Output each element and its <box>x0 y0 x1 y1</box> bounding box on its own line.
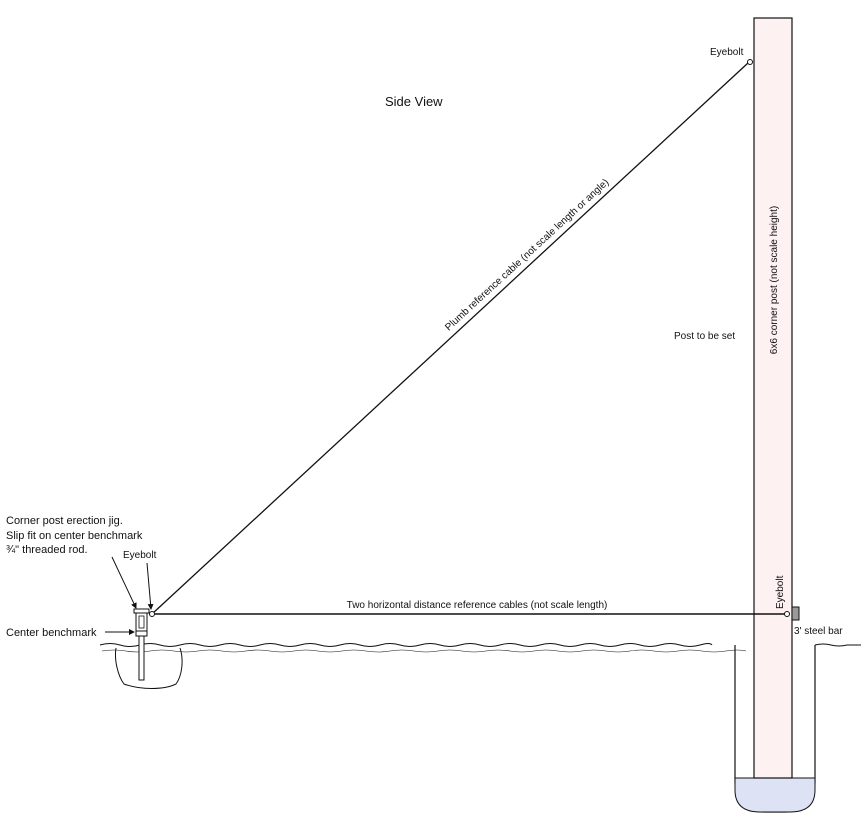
jig-leader-arrow <box>111 556 137 609</box>
eyebolt-jig-label: Eyebolt <box>123 550 157 561</box>
plumb-cable-label: Plumb reference cable (not scale length … <box>443 177 611 333</box>
post-eyebolt-icon <box>784 611 790 617</box>
eyebolt-jig-leader-arrow <box>146 562 154 610</box>
ground-surface-right <box>814 643 861 647</box>
horizontal-cables-label: Two horizontal distance reference cables… <box>347 600 608 611</box>
benchmark-pit <box>115 647 183 689</box>
eyebolt-top-label: Eyebolt <box>710 47 744 58</box>
steel-bar <box>791 606 800 621</box>
diagram-title: Side View <box>385 94 443 109</box>
corner-post <box>753 17 793 779</box>
jig-label-line-3: ¾" threaded rod. <box>6 544 88 556</box>
steel-bar-label: 3' steel bar <box>794 626 843 637</box>
jig-label-line-2: Slip fit on center benchmark <box>6 530 143 542</box>
post-to-be-set-label: Post to be set <box>674 331 735 342</box>
center-benchmark-label: Center benchmark <box>6 627 97 639</box>
ground-surface-left <box>99 643 713 647</box>
top-eyebolt-icon <box>747 59 753 65</box>
corner-post-erection-jig <box>133 608 150 637</box>
center-benchmark-rod <box>138 631 145 681</box>
ground-surface-left-2 <box>101 649 747 653</box>
jig-label-line-1: Corner post erection jig. <box>6 515 123 527</box>
jig-eyebolt-icon <box>149 611 155 617</box>
concrete-footing <box>734 777 816 813</box>
eyebolt-post-label: Eyebolt <box>775 575 786 609</box>
corner-post-label: 6x6 corner post (not scale height) <box>769 206 780 354</box>
plumb-reference-cable <box>151 62 749 615</box>
